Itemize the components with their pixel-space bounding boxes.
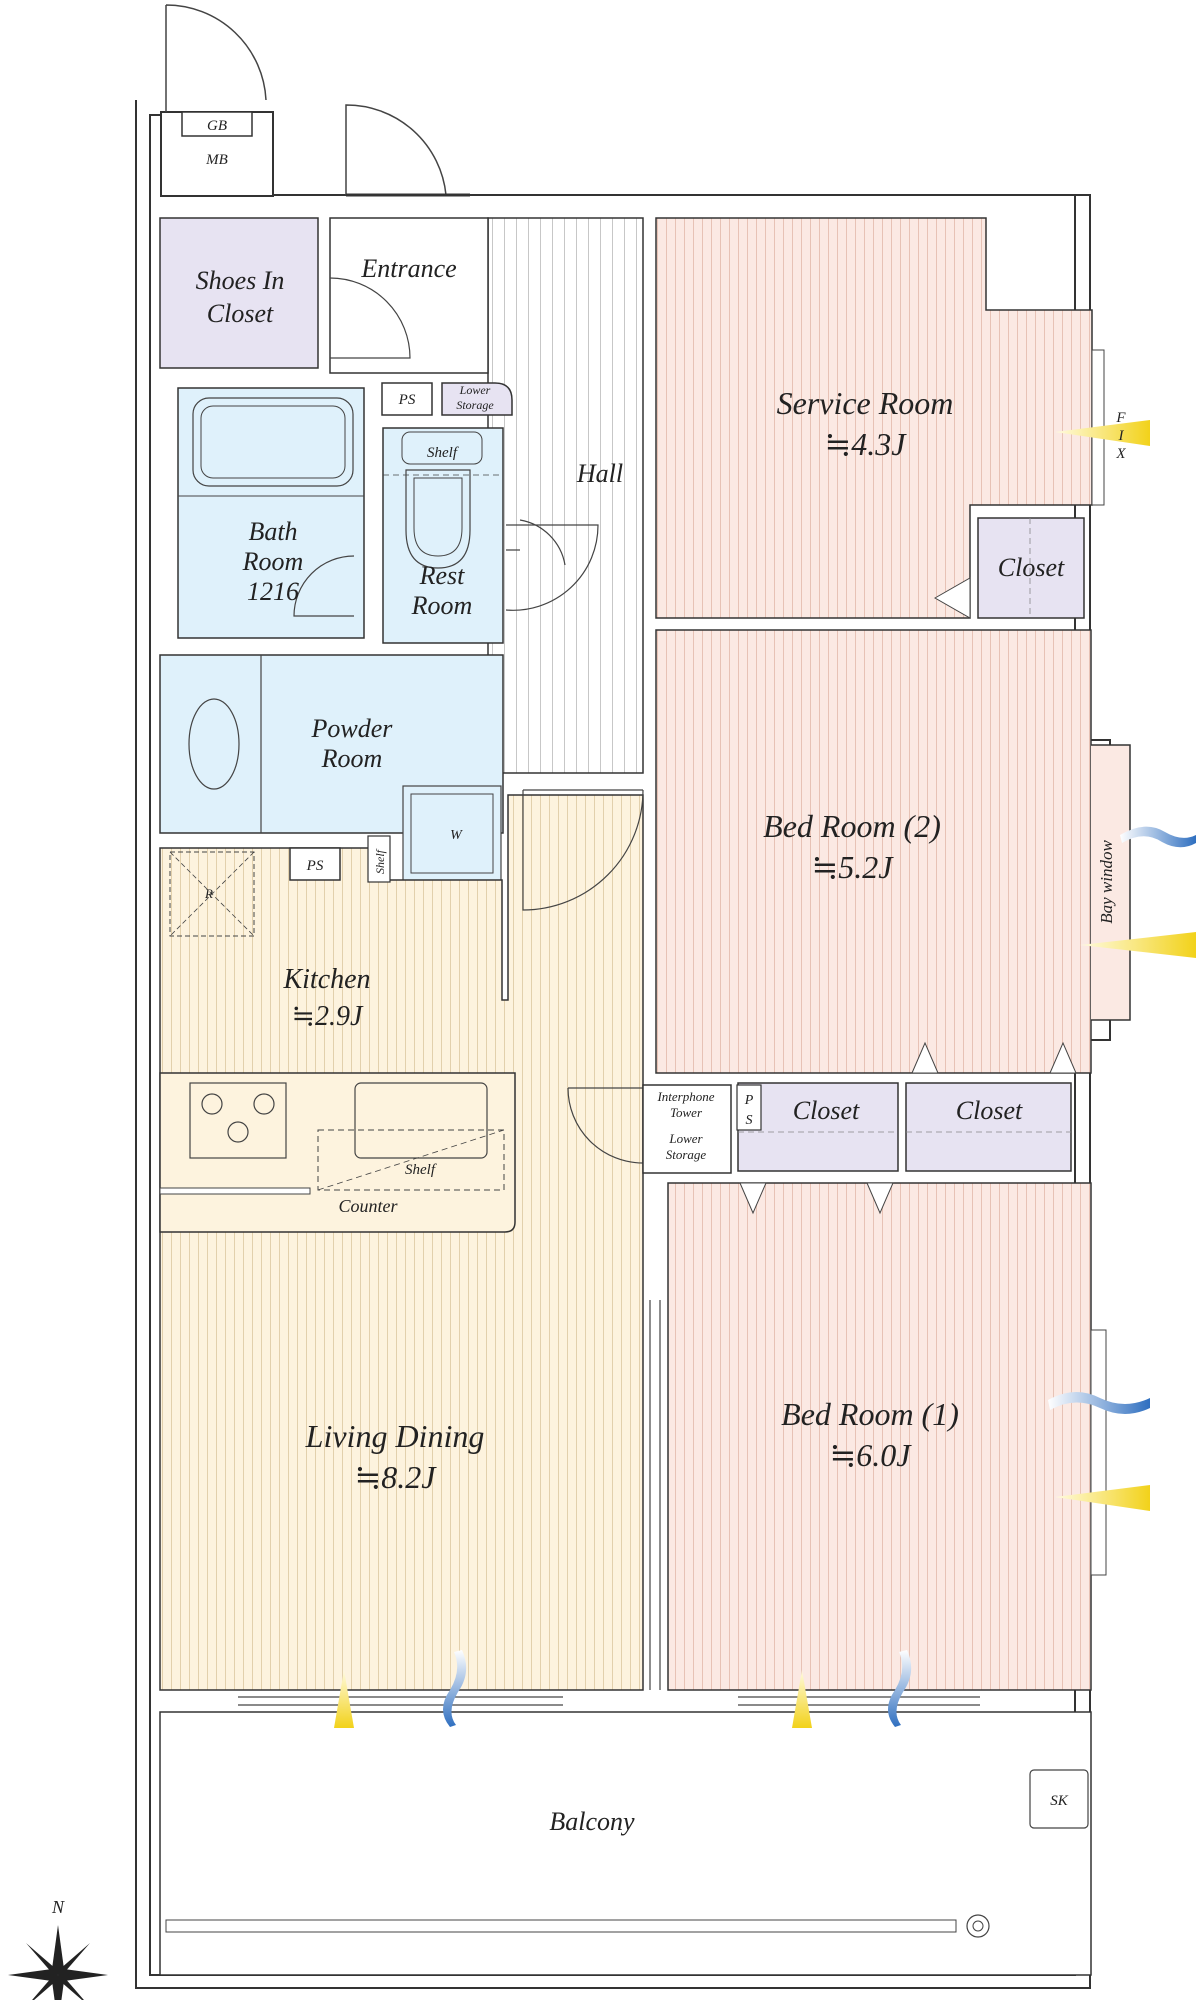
- bath-room-label-1: Bath: [248, 517, 297, 546]
- wind-arrow-icon: [1048, 1391, 1150, 1414]
- ps-p-label: P: [744, 1093, 754, 1108]
- washbasin: [188, 698, 240, 790]
- refrigerator-label: R: [204, 886, 213, 901]
- gb-label: GB: [207, 118, 227, 134]
- service-room-size: ≒4.3J: [824, 426, 907, 462]
- service-room-label: Service Room: [777, 385, 954, 421]
- wind-arrow-icon: [1120, 826, 1196, 848]
- lower-storage-label-1: Lower: [459, 383, 491, 397]
- rest-room-label-2: Room: [411, 591, 473, 620]
- ps-label: PS: [398, 392, 416, 408]
- bathtub: [192, 397, 354, 487]
- closet-right-label: Closet: [956, 1096, 1023, 1125]
- bath-room-label-3: 1216: [247, 577, 299, 606]
- mb-label: MB: [205, 152, 228, 168]
- lower-storage2-label-2: Storage: [666, 1147, 707, 1162]
- bed-room-1-size: ≒6.0J: [829, 1437, 912, 1473]
- rest-room-label-1: Rest: [419, 561, 466, 590]
- wind-arrow-icon: [888, 1650, 912, 1727]
- sk-box: [1029, 1769, 1089, 1829]
- outer-door-swing: [165, 4, 267, 112]
- fix-label-i: I: [1118, 428, 1125, 444]
- bed-room-2-label: Bed Room (2): [763, 808, 941, 844]
- balcony-label: Balcony: [549, 1807, 635, 1836]
- shoes-in-closet: [159, 217, 319, 369]
- bed-room-1-floor: [667, 1182, 1092, 1691]
- entrance-label: Entrance: [360, 254, 456, 283]
- closet-left: [737, 1082, 899, 1172]
- sun-arrow-icon: [334, 1670, 354, 1728]
- hall-floor: [487, 217, 644, 774]
- service-closet-label: Closet: [998, 553, 1065, 582]
- interphone-label-2: Tower: [670, 1105, 703, 1120]
- sink: [354, 1082, 488, 1159]
- bed-room-2-floor: [655, 629, 1092, 1074]
- sun-arrow-icon: [792, 1670, 812, 1728]
- hall-label: Hall: [576, 459, 623, 488]
- living-dining-size: ≒8.2J: [354, 1459, 437, 1495]
- ps-kitchen-label: PS: [306, 858, 324, 874]
- toilet: [405, 469, 471, 569]
- fix-label-x: X: [1115, 446, 1126, 462]
- counter-label: Counter: [338, 1196, 398, 1216]
- ps-s-label: S: [746, 1113, 753, 1128]
- kitchen-label: Kitchen: [282, 964, 370, 995]
- compass-north-label: N: [51, 1897, 65, 1917]
- service-room-closet: [977, 517, 1085, 619]
- kitchen-size: ≒2.9J: [292, 1001, 364, 1032]
- bed-room-2-size: ≒5.2J: [811, 849, 894, 885]
- shoes-in-closet-label-2: Closet: [207, 299, 274, 328]
- closet-right: [905, 1082, 1072, 1172]
- powder-room-label-2: Room: [321, 744, 383, 773]
- shelf-kitchen-label: Shelf: [373, 848, 387, 874]
- shoes-in-closet-label-1: Shoes In: [196, 266, 285, 295]
- shelf-label: Shelf: [427, 445, 459, 461]
- balcony-floor: [159, 1711, 1092, 1976]
- counter-shelf-label: Shelf: [405, 1162, 437, 1178]
- cooktop: [189, 1082, 287, 1159]
- wind-arrow-icon: [443, 1650, 467, 1727]
- sun-arrow-icon: [1055, 1485, 1150, 1511]
- compass-icon: [8, 1925, 108, 2000]
- sun-arrow-icon: [1080, 932, 1196, 958]
- bay-window: [1091, 744, 1131, 1021]
- washer-label: W: [450, 828, 463, 843]
- living-dining-label: Living Dining: [305, 1418, 485, 1454]
- fix-label-f: F: [1115, 410, 1126, 426]
- entrance-door-swing: [345, 104, 447, 196]
- lower-storage2-label-1: Lower: [668, 1131, 703, 1146]
- balcony-rail: [165, 1919, 957, 1933]
- bed-room-1-label: Bed Room (1): [781, 1396, 959, 1432]
- closet-left-label: Closet: [793, 1096, 860, 1125]
- bay-window-label: Bay window: [1097, 840, 1116, 924]
- lower-storage-label-2: Storage: [456, 398, 494, 412]
- refrigerator-space: [169, 851, 255, 937]
- interphone-label-1: Interphone: [656, 1089, 714, 1104]
- sk-label: SK: [1050, 1793, 1069, 1809]
- bath-room-label-2: Room: [242, 547, 304, 576]
- living-dining-floor: [159, 794, 644, 1691]
- powder-room-label-1: Powder: [311, 714, 394, 743]
- washer-pan: [402, 785, 502, 882]
- sun-arrow-icon: [1055, 420, 1150, 446]
